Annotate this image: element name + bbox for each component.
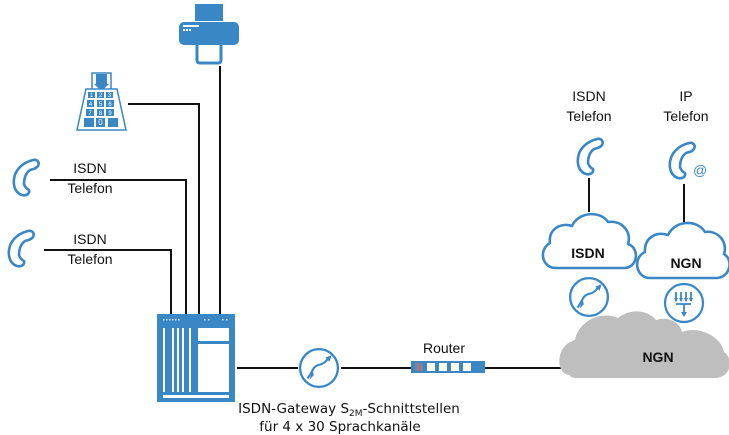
left-phone-2: ISDN Telefon <box>7 229 113 268</box>
router-icon <box>411 361 485 373</box>
caption-subscript: 2M <box>349 409 363 419</box>
ip-phone-icon <box>668 141 697 180</box>
caption-suffix: -Schnittstellen <box>363 401 460 417</box>
media-converter-icon <box>298 347 340 389</box>
phone-handset-icon <box>7 229 36 268</box>
connection-lines <box>44 66 685 369</box>
caption-prefix: ISDN-Gateway S <box>238 401 349 417</box>
svg-text:1: 1 <box>90 93 94 99</box>
media-converter-icon <box>568 276 610 318</box>
ngn-main-cloud-label: NGN <box>642 349 673 365</box>
printer-fax-icon <box>179 4 239 65</box>
phone-label-line1: ISDN <box>73 231 106 247</box>
at-sign-icon: @ <box>693 162 707 178</box>
ngn-main-cloud: NGN <box>559 311 729 378</box>
gateway-rack-icon <box>157 314 235 402</box>
router-label: Router <box>423 340 465 356</box>
gateway-caption-line2: für 4 x 30 Sprachkanäle <box>259 419 420 435</box>
line-keypad-gateway <box>128 103 200 314</box>
isdn-cloud: ISDN <box>541 212 638 270</box>
svg-text:2: 2 <box>99 93 103 99</box>
ngn-small-cloud: NGN <box>635 221 729 280</box>
phone-handset-icon <box>576 137 605 176</box>
svg-text:4: 4 <box>89 102 93 108</box>
phone-label-line1: IP <box>679 88 692 104</box>
phone-label-line2: Telefon <box>663 108 708 124</box>
multiplexer-icon <box>663 282 705 324</box>
ngn-small-cloud-label: NGN <box>670 255 701 271</box>
svg-text:3: 3 <box>108 93 112 99</box>
svg-text:8: 8 <box>99 111 103 117</box>
isdn-cloud-label: ISDN <box>571 245 604 261</box>
right-phone-isdn: ISDN Telefon <box>566 88 612 176</box>
line-phone2-gateway <box>44 249 172 314</box>
phone-label-line2: Telefon <box>566 108 611 124</box>
phone-handset-icon <box>12 158 41 197</box>
left-phone-1: ISDN Telefon <box>12 158 113 197</box>
svg-text:0: 0 <box>98 118 103 127</box>
svg-text:5: 5 <box>99 102 103 108</box>
svg-text:7: 7 <box>88 111 92 117</box>
svg-text:6: 6 <box>108 102 112 108</box>
phone-label-line2: Telefon <box>67 251 112 267</box>
line-phone1-gateway <box>50 179 187 314</box>
right-phone-ip: IP Telefon @ <box>663 88 709 180</box>
gateway-caption-line1: ISDN-Gateway S2M-Schnittstellen <box>238 401 460 419</box>
phone-label-line1: ISDN <box>572 88 605 104</box>
svg-text:9: 9 <box>108 111 112 117</box>
phone-label-line2: Telefon <box>67 180 112 196</box>
phone-label-line1: ISDN <box>73 160 106 176</box>
